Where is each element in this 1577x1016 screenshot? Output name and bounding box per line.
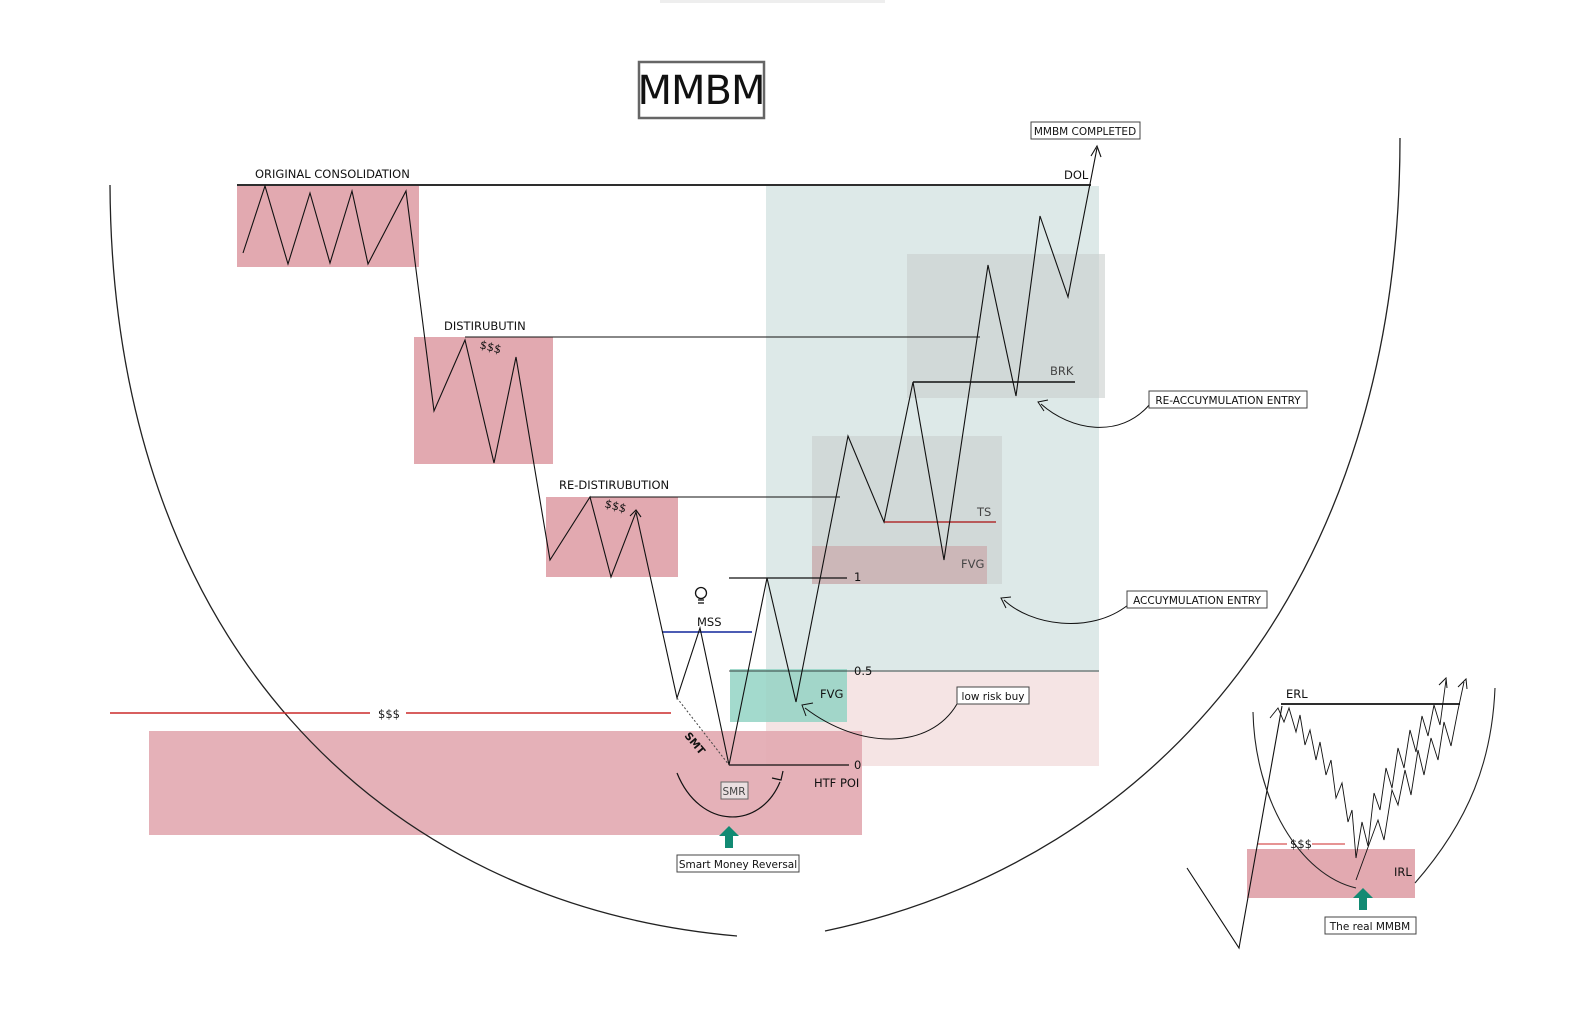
re-accumulation-entry-box (1148, 390, 1308, 409)
fib-0-label: 0 (854, 758, 861, 772)
fvg-lower-label: FVG (820, 687, 843, 701)
consolidation-box-upper (907, 254, 1105, 398)
inset-right-arc (1414, 687, 1496, 884)
dol-label: DOL (1064, 168, 1089, 182)
erl-label: ERL (1286, 687, 1308, 701)
price-path (242, 147, 1098, 766)
inset-arrowhead-2 (1457, 677, 1468, 690)
fib-05-label: 0.5 (854, 664, 872, 678)
htf-poi-zone (149, 731, 862, 835)
smr-box (720, 781, 749, 800)
inset-price-path (1269, 679, 1447, 859)
inset-left-arc (1252, 711, 1357, 889)
sss-main-label: $$$ (378, 707, 400, 721)
mss-label: MSS (697, 615, 722, 629)
sss-inset-label: $$$ (1290, 837, 1312, 851)
left-arc (109, 184, 738, 937)
low-risk-buy-pointer (804, 703, 958, 740)
accumulation-pointer-head (1000, 596, 1012, 609)
accumulation-entry-box (1126, 590, 1268, 609)
low-risk-buy-box (956, 686, 1030, 705)
page-title: MMBM (638, 68, 765, 114)
discount-fvg-zone (730, 669, 847, 722)
mmbm-completed-label: MMBM COMPLETED (1034, 126, 1136, 138)
low-risk-buy-label: low risk buy (962, 691, 1025, 703)
title-box (637, 60, 766, 120)
the-real-mmbm-label: The real MMBM (1329, 921, 1410, 933)
htf-poi-label: HTF POI (814, 776, 859, 790)
smr-curve-arrowhead (771, 770, 784, 781)
irl-label: IRL (1394, 865, 1412, 879)
top-tab-shadow (660, 0, 885, 3)
smr-curve (676, 772, 781, 818)
low-risk-buy-pointer-head (801, 702, 814, 717)
inset-irl-zone (1247, 849, 1415, 898)
dol-arrowhead (1090, 144, 1102, 158)
accumulation-entry-label: ACCUYMULATION ENTRY (1133, 595, 1261, 607)
inset-approach-path (1186, 705, 1283, 950)
inset-up-arrow-icon (1353, 888, 1373, 910)
brk-label: BRK (1050, 364, 1074, 378)
re-distribution-label: RE-DISTIRUBUTION (559, 478, 669, 492)
the-real-mmbm-box (1324, 916, 1417, 935)
inset-price-path-2 (1355, 681, 1465, 881)
fvg-upper-label: FVG (961, 557, 984, 571)
smart-money-reversal-box (676, 854, 800, 873)
original-consolidation-zone (237, 186, 419, 267)
distribution-label: DISTIRUBUTIN (444, 319, 526, 333)
mmbm-completed-box (1030, 121, 1141, 140)
re-accumulation-entry-label: RE-ACCUYMULATION ENTRY (1155, 395, 1301, 407)
right-arc (824, 137, 1401, 932)
up-arrow-icon (719, 826, 739, 848)
smart-money-reversal-label: Smart Money Reversal (679, 859, 797, 871)
accumulation-pointer (1003, 599, 1129, 624)
re-distribution-zone (546, 497, 678, 577)
re-accumulation-pointer (1040, 403, 1151, 428)
smr-label: SMR (722, 786, 745, 798)
re-accumulation-pointer-head (1037, 399, 1049, 412)
ts-label: TS (976, 505, 991, 519)
sss-distribution-label: $$$ (478, 337, 503, 356)
fib-1-label: 1 (854, 570, 861, 584)
original-consolidation-label: ORIGINAL CONSOLIDATION (255, 167, 410, 181)
lightbulb-icon (694, 586, 708, 604)
sss-redistribution-label: $$$ (603, 496, 628, 515)
re-distribution-arrowhead (629, 509, 642, 518)
distribution-zone (414, 337, 553, 464)
inset-arrowhead-1 (1438, 676, 1448, 689)
